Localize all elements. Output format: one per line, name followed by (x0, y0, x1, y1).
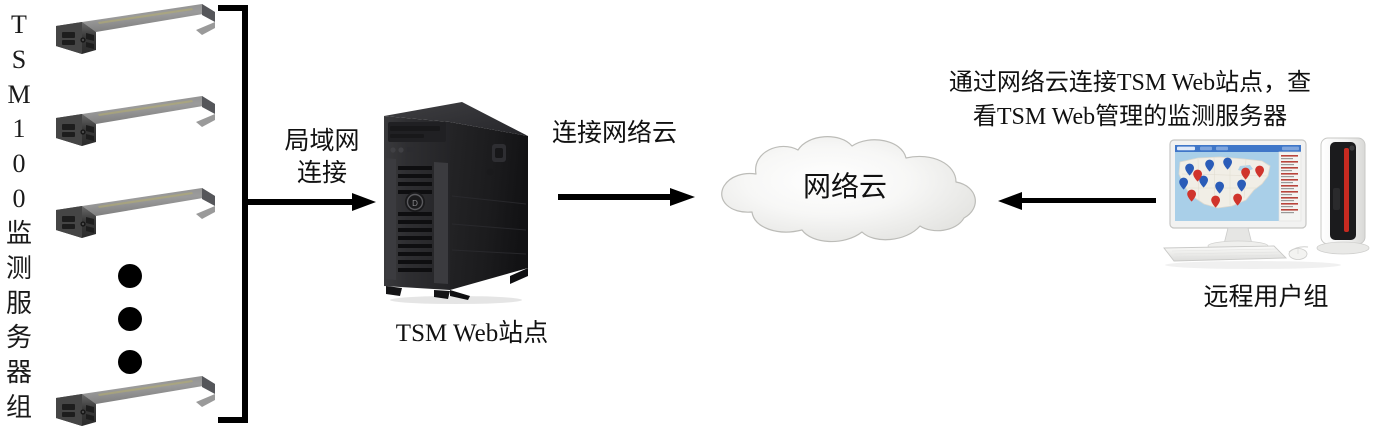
svg-text:D: D (412, 199, 418, 208)
group-label-char: S (11, 44, 27, 74)
ellipsis-dot-icon (118, 350, 142, 374)
group-label-char: M (7, 79, 31, 109)
tower-server-icon: D (370, 100, 540, 305)
group-label-char: T (11, 10, 27, 39)
tower-server-label: TSM Web站点 (395, 320, 549, 347)
arrow-right-icon (244, 192, 379, 214)
rack-server-icon (52, 374, 217, 432)
ellipsis-dot-icon (118, 264, 142, 288)
group-label-char: 器 (5, 358, 32, 388)
group-label-char: 测 (5, 253, 32, 283)
group-label-char: 0 (12, 149, 26, 179)
cloud-icon (694, 130, 994, 255)
arrow-left-icon (996, 190, 1156, 212)
group-label-char: 组 (5, 393, 32, 423)
server-group-vertical-label: T S M 1 0 0 监 测 服 务 器 组 (2, 8, 36, 428)
rack-server-icon (52, 2, 217, 60)
group-bracket-icon (218, 0, 258, 434)
rack-server-icon (52, 186, 217, 244)
desktop-computer-icon (1158, 128, 1378, 278)
group-label-char: 服 (5, 288, 32, 318)
group-label-char: 务 (5, 323, 32, 353)
remote-user-group-label: 远程用户组 (1203, 284, 1329, 311)
group-label-char: 1 (12, 114, 26, 144)
lan-connection-label: 局域网 连接 (284, 128, 360, 187)
cloud-connection-label: 连接网络云 (552, 120, 678, 147)
remote-access-description: 通过网络云连接TSM Web站点，查 看TSM Web管理的监测服务器 (948, 70, 1312, 131)
group-label-char: 监 (5, 218, 32, 248)
group-label-char: 0 (12, 184, 26, 214)
rack-server-icon (52, 94, 217, 152)
cloud-label: 网络云 (802, 172, 887, 203)
ellipsis-dot-icon (118, 307, 142, 331)
arrow-right-icon (558, 187, 698, 209)
